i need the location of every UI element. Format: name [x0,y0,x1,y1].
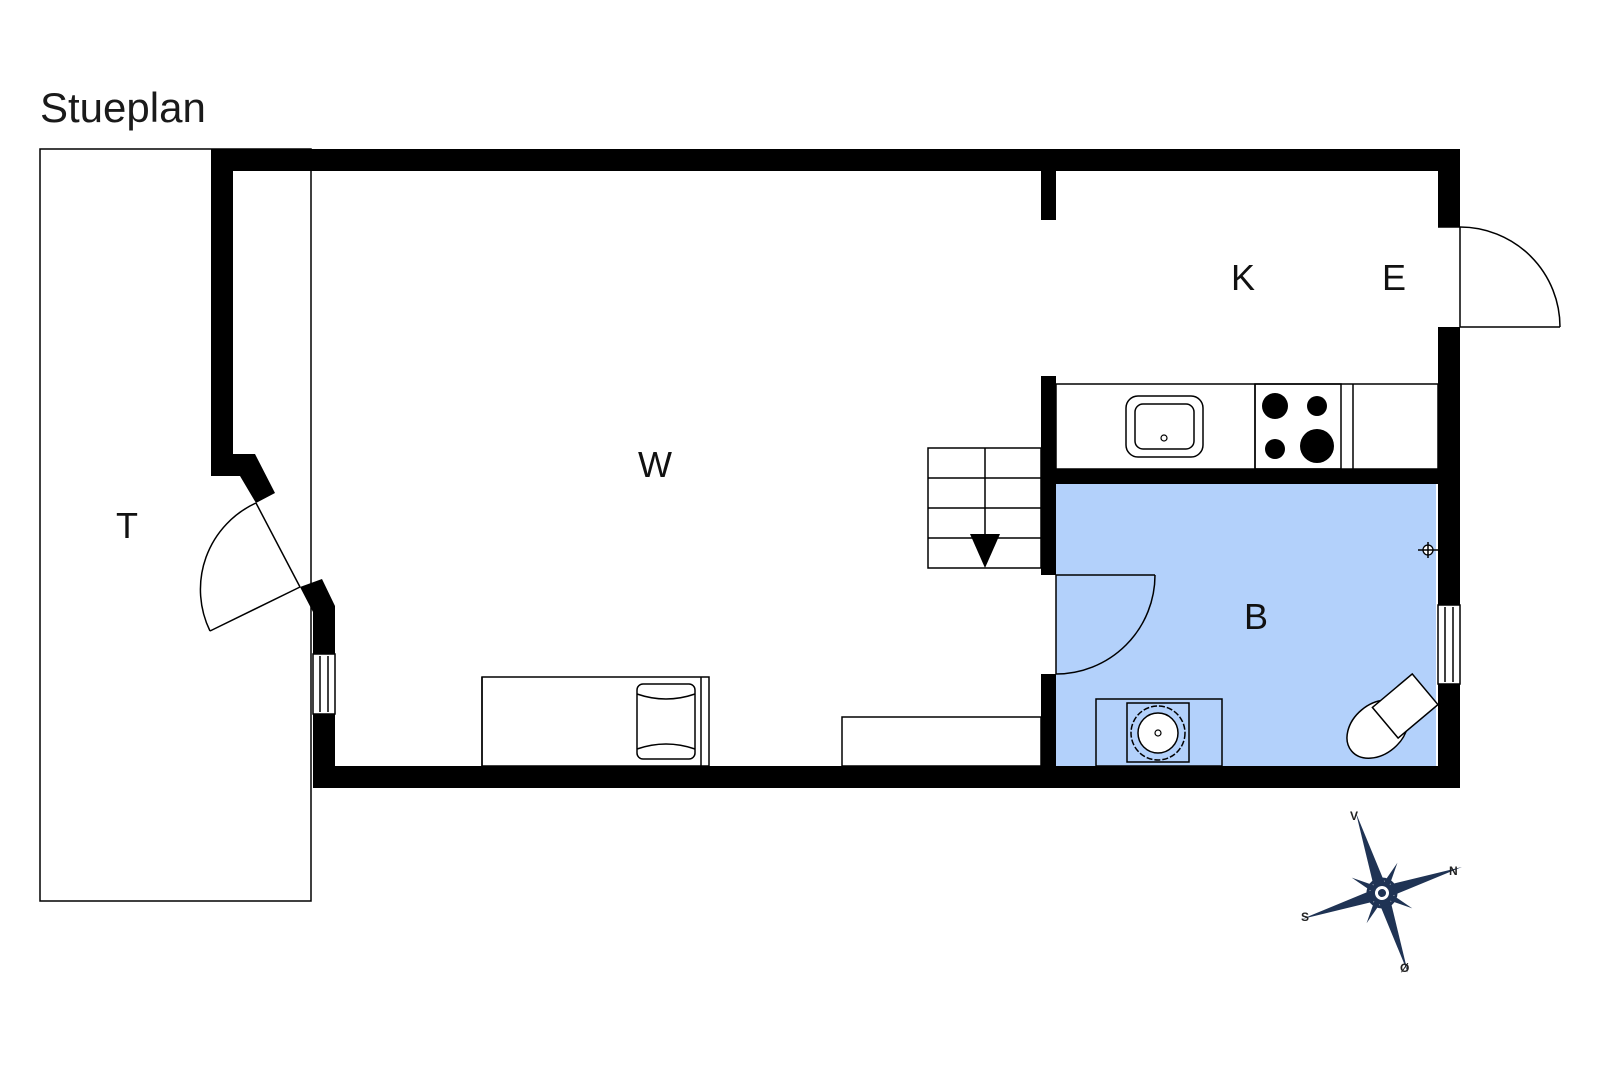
left-window [312,653,336,715]
room-label-terrace: T [116,505,138,546]
wall-left-lower-a [313,648,335,654]
wall-top [211,149,1460,171]
plan-title: Stueplan [40,84,206,131]
wall-bath-top [1041,469,1438,484]
wall-bottom [313,766,1460,788]
compass-label-east: Ø [1400,961,1409,975]
wall-right-mid [1438,327,1460,605]
stove [1254,383,1342,470]
toilet [1346,672,1440,759]
compass-label-west: V [1350,809,1358,823]
shower-icon [1418,542,1438,558]
left-door [199,502,301,632]
wall-right-upper [1438,149,1460,227]
room-label-kitchen: K [1231,257,1255,298]
bathroom-door [1055,574,1156,675]
wall-left-upper [211,149,233,476]
bathroom-window [1437,604,1461,685]
compass-label-north: N [1449,864,1458,878]
terrace-outline [39,148,312,902]
compass-rose-icon [1302,813,1462,973]
room-label-living: W [638,444,672,485]
bathroom-sink [1095,698,1223,767]
stairs [927,447,1042,569]
kitchen-sink [1125,395,1204,458]
wall-bath-left-lower [1041,674,1056,768]
wall-left-jamb [300,579,335,650]
compass-label-south: S [1301,910,1309,924]
entrance-door [1438,226,1561,328]
wall-left-jog [211,454,275,503]
room-label-bathroom: B [1244,596,1268,637]
wall-kitchen-stub [1041,171,1056,220]
stairs-arrow [970,534,1000,568]
room-label-entrance: E [1382,257,1406,298]
wall-right-lower [1438,684,1460,788]
kitchen-counter [1055,383,1439,470]
bench [841,716,1042,767]
bed [481,676,710,767]
